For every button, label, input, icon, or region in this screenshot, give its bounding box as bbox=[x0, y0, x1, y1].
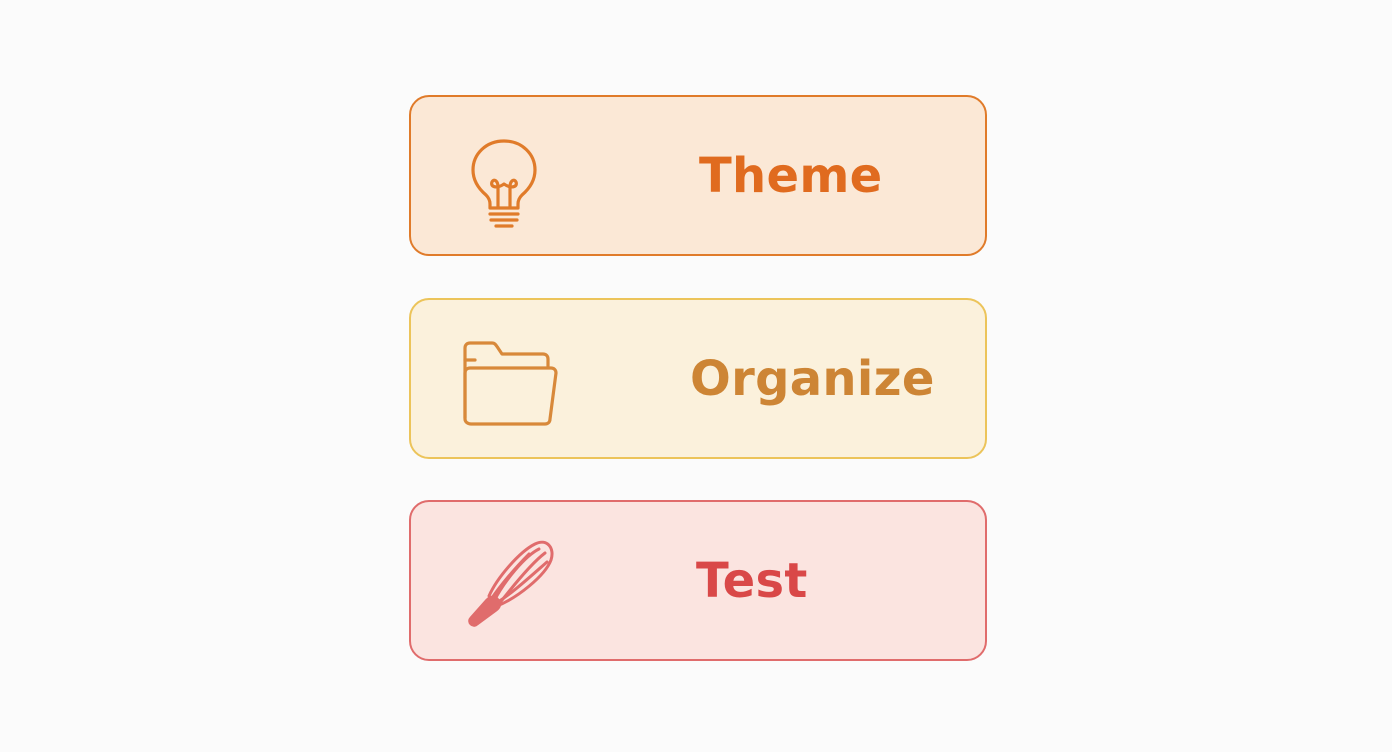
lightbulb-icon bbox=[471, 139, 537, 228]
whisk-icon bbox=[468, 540, 554, 627]
folder-icon bbox=[463, 341, 558, 426]
step-card-organize: Organize bbox=[409, 298, 987, 459]
step-label: Test bbox=[696, 552, 808, 609]
step-card-test: Test bbox=[409, 500, 987, 661]
step-label: Theme bbox=[699, 147, 883, 204]
step-card-theme: Theme bbox=[409, 95, 987, 256]
step-label: Organize bbox=[690, 350, 935, 407]
